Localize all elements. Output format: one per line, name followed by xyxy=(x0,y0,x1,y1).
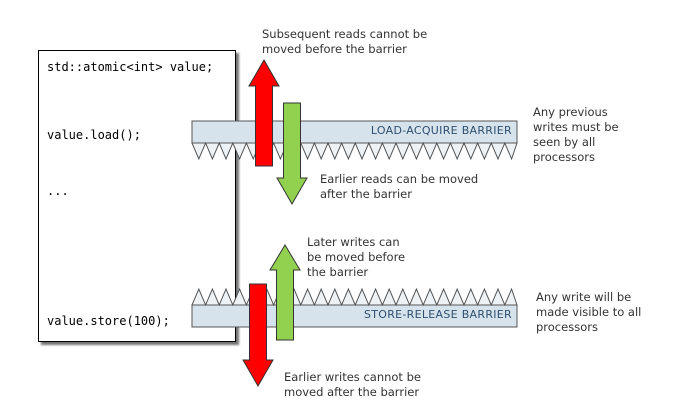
code-line-load: value.load(); xyxy=(47,128,141,142)
release-up-arrow-note: Later writes can be moved before the bar… xyxy=(307,235,406,279)
acquire-up-arrow-note: Subsequent reads cannot be moved before … xyxy=(262,27,428,56)
code-line-declaration: std::atomic<int> value; xyxy=(47,60,214,74)
code-line-ellipsis: ... xyxy=(47,184,69,198)
code-line-store: value.store(100); xyxy=(47,314,170,328)
release-down-arrow-note: Earlier writes cannot be moved after the… xyxy=(284,370,421,399)
release-side-note: Any write will be made visible to all pr… xyxy=(536,290,642,334)
store-release-barrier-label: STORE-RELEASE BARRIER xyxy=(363,308,512,321)
code-panel xyxy=(38,50,236,342)
store-release-barrier-teeth xyxy=(191,287,518,307)
acquire-allowed-down-arrow xyxy=(276,102,308,206)
acquire-down-arrow-note: Earlier reads can be moved after the bar… xyxy=(320,172,479,201)
release-allowed-up-arrow xyxy=(269,244,301,341)
load-acquire-barrier-teeth xyxy=(191,141,518,161)
release-blocked-down-arrow xyxy=(242,283,274,388)
acquire-side-note: Any previous writes must be seen by all … xyxy=(533,105,619,164)
acquire-blocked-up-arrow xyxy=(248,58,280,167)
load-acquire-barrier-label: LOAD-ACQUIRE BARRIER xyxy=(370,124,512,137)
